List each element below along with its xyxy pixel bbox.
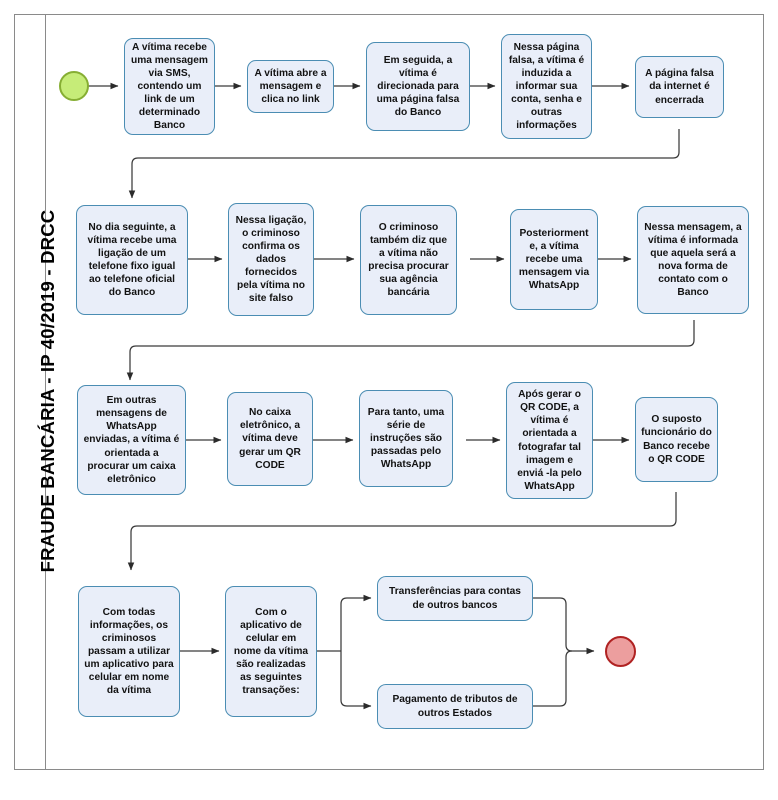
flow-node-n14[interactable]: Após gerar o QR CODE, a vítima é orienta…: [506, 382, 593, 499]
flow-node-n8-label: O criminoso também diz que a vítima não …: [368, 221, 449, 299]
flow-node-n4[interactable]: Nessa página falsa, a vítima é induzida …: [501, 34, 592, 139]
flow-node-n16-label: Com todas informações, os criminosos pas…: [84, 606, 174, 697]
flow-node-n15[interactable]: O suposto funcionário do Banco recebe o …: [635, 397, 718, 482]
flow-node-n3-label: Em seguida, a vítima é direcionada para …: [376, 54, 460, 119]
flow-node-n18-label: Transferências para contas de outros ban…: [389, 586, 521, 611]
end-node[interactable]: [605, 636, 636, 667]
flow-node-n18[interactable]: Transferências para contas de outros ban…: [377, 576, 533, 621]
flow-node-n1[interactable]: A vítima recebe uma mensagem via SMS, co…: [124, 38, 215, 135]
page-title: FRAUDE BANCÁRIA - IP 40/2019 - DRCC: [37, 209, 58, 573]
flow-node-n6[interactable]: No dia seguinte, a vítima recebe uma lig…: [76, 205, 188, 315]
flow-node-n13[interactable]: Para tanto, uma série de instruções são …: [359, 390, 453, 487]
flow-node-n7[interactable]: Nessa ligação, o criminoso confirma os d…: [228, 203, 314, 316]
flow-node-n17[interactable]: Com o aplicativo de celular em nome da v…: [225, 586, 317, 717]
flow-node-n6-label: No dia seguinte, a vítima recebe uma lig…: [87, 221, 177, 299]
flow-node-n17-label: Com o aplicativo de celular em nome da v…: [233, 606, 309, 697]
flow-node-n7-label: Nessa ligação, o criminoso confirma os d…: [235, 214, 307, 305]
flow-node-n5[interactable]: A página falsa da internet é encerrada: [635, 56, 724, 118]
flow-node-n19-label: Pagamento de tributos de outros Estados: [392, 694, 518, 719]
flow-node-n4-label: Nessa página falsa, a vítima é induzida …: [508, 41, 585, 132]
start-node[interactable]: [59, 71, 89, 101]
flow-node-n16[interactable]: Com todas informações, os criminosos pas…: [78, 586, 180, 717]
flow-node-n10[interactable]: Nessa mensagem, a vítima é informada que…: [637, 206, 749, 314]
flow-node-n12[interactable]: No caixa eletrônico, a vítima deve gerar…: [227, 392, 313, 486]
flow-node-n5-label: A página falsa da internet é encerrada: [645, 68, 714, 106]
flow-node-n2[interactable]: A vítima abre a mensagem e clica no link: [247, 60, 334, 113]
flow-node-n9-label: Posteriorment e, a vítima recebe uma men…: [518, 227, 590, 292]
page-frame-border: [14, 14, 764, 770]
flow-node-n8[interactable]: O criminoso também diz que a vítima não …: [360, 205, 457, 315]
flow-node-n2-label: A vítima abre a mensagem e clica no link: [254, 67, 327, 106]
flow-node-n13-label: Para tanto, uma série de instruções são …: [367, 406, 445, 471]
flow-node-n12-label: No caixa eletrônico, a vítima deve gerar…: [239, 407, 301, 471]
page-frame-divider: [45, 14, 46, 770]
flow-node-n11[interactable]: Em outras mensagens de WhatsApp enviadas…: [77, 385, 186, 495]
flow-node-n3[interactable]: Em seguida, a vítima é direcionada para …: [366, 42, 470, 131]
flow-node-n1-label: A vítima recebe uma mensagem via SMS, co…: [130, 41, 208, 132]
flow-node-n19[interactable]: Pagamento de tributos de outros Estados: [377, 684, 533, 729]
flow-node-n14-label: Após gerar o QR CODE, a vítima é orienta…: [517, 389, 582, 492]
flow-node-n15-label: O suposto funcionário do Banco recebe o …: [641, 414, 712, 465]
flow-node-n10-label: Nessa mensagem, a vítima é informada que…: [644, 221, 742, 299]
flow-node-n11-label: Em outras mensagens de WhatsApp enviadas…: [83, 395, 180, 485]
flow-node-n9[interactable]: Posteriorment e, a vítima recebe uma men…: [510, 209, 598, 310]
